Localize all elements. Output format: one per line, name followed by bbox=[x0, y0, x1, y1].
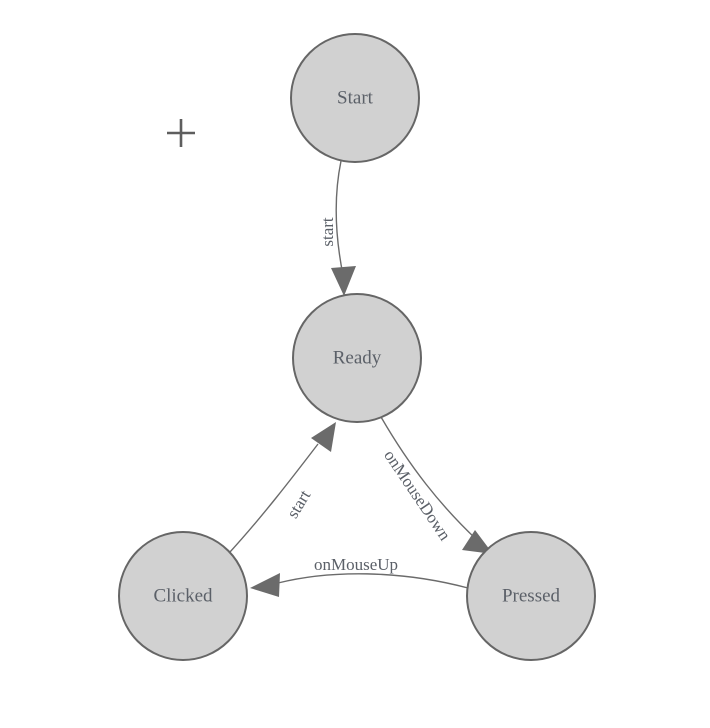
node-start[interactable]: Start bbox=[290, 33, 420, 163]
edge-ready-to-pressed-path bbox=[380, 416, 478, 541]
node-ready[interactable]: Ready bbox=[292, 293, 422, 423]
node-clicked-circle[interactable] bbox=[118, 531, 248, 661]
node-ready-label: Ready bbox=[333, 347, 382, 368]
edge-pressed-to-clicked-path bbox=[277, 573, 469, 589]
edge-pressed-to-clicked[interactable]: onMouseUp bbox=[250, 555, 469, 597]
edge-label-start-to-ready: start bbox=[318, 217, 337, 247]
plus-crosshair-marker[interactable] bbox=[167, 119, 195, 147]
edge-label-clicked-to-ready: start bbox=[283, 487, 315, 522]
edge-label-pressed-to-clicked: onMouseUp bbox=[314, 555, 398, 574]
edge-ready-to-pressed[interactable]: onMouseDown bbox=[380, 416, 493, 554]
edge-clicked-to-ready[interactable]: start bbox=[229, 422, 336, 553]
edge-pressed-to-clicked-arrowhead bbox=[250, 573, 280, 597]
edge-start-to-ready[interactable]: start bbox=[318, 160, 356, 296]
edge-ready-to-pressed-arrowhead bbox=[462, 530, 493, 554]
edge-clicked-to-ready-arrowhead bbox=[311, 422, 336, 452]
node-pressed[interactable]: Pressed bbox=[466, 531, 596, 661]
node-pressed-label: Pressed bbox=[502, 585, 561, 606]
node-clicked-label: Clicked bbox=[153, 585, 213, 606]
edge-label-ready-to-pressed: onMouseDown bbox=[380, 446, 455, 544]
node-start-circle[interactable] bbox=[290, 33, 420, 163]
edge-start-to-ready-path bbox=[335, 160, 344, 276]
node-ready-circle[interactable] bbox=[292, 293, 422, 423]
node-pressed-circle[interactable] bbox=[466, 531, 596, 661]
node-clicked[interactable]: Clicked bbox=[118, 531, 248, 661]
edge-start-to-ready-arrowhead bbox=[331, 266, 356, 296]
edge-clicked-to-ready-path bbox=[229, 443, 319, 553]
node-start-label: Start bbox=[337, 87, 374, 108]
